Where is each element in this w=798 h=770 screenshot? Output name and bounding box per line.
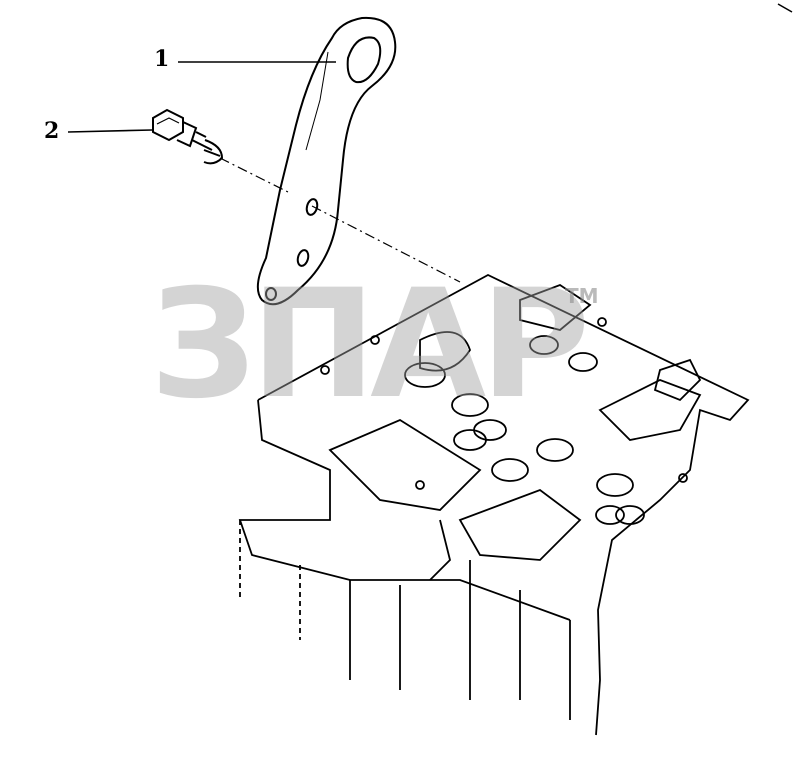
assembly-centerline xyxy=(219,157,461,283)
callout-1: 1 xyxy=(154,46,170,72)
cylinder-head xyxy=(238,273,750,736)
callout-2: 2 xyxy=(44,118,60,144)
bolt xyxy=(152,108,224,165)
leader-line-2 xyxy=(67,129,153,133)
valve-ports xyxy=(320,317,688,525)
watermark-trademark: TM xyxy=(565,284,599,308)
edge-tick xyxy=(777,3,793,13)
bracket-plate xyxy=(256,16,397,306)
